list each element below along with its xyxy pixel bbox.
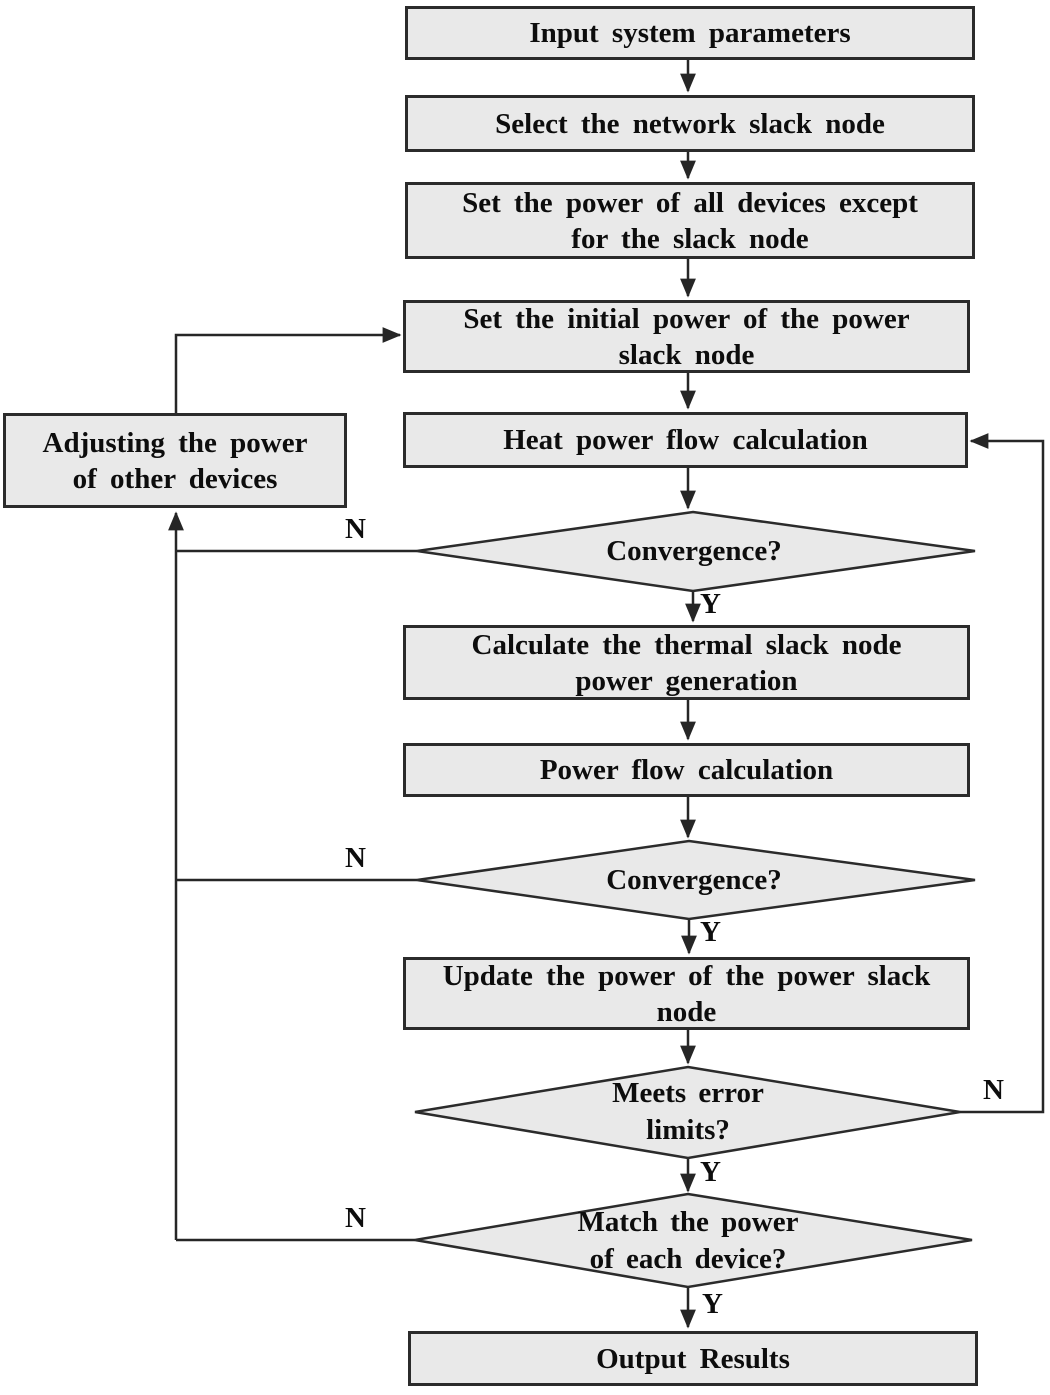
node-set-initial-power-slack-node: Set the initial power of the power slack… (403, 300, 970, 373)
branch-label-yes-match-power: Y (702, 1288, 723, 1320)
arrow-adjusting-to-setinitial (174, 327, 402, 413)
decision-meets-error-limits (414, 1065, 961, 1160)
node-input-system-parameters: Input system parameters (405, 6, 975, 60)
node-power-flow-calculation: Power flow calculation (403, 743, 970, 797)
arrow-meetserror-no-to-heatflow (960, 433, 1045, 1114)
node-select-network-slack-node: Select the network slack node (405, 95, 975, 152)
branch-label-yes-meets-error: Y (700, 1156, 721, 1188)
node-calculate-thermal-slack-node: Calculate the thermal slack node power g… (403, 625, 970, 700)
node-heat-power-flow-calculation: Heat power flow calculation (403, 412, 968, 468)
branch-label-yes-convergence2: Y (700, 916, 721, 948)
node-update-power-slack-node: Update the power of the power slack node (403, 957, 970, 1030)
decision-match-power (414, 1192, 973, 1289)
decision-convergence2 (416, 839, 976, 921)
branch-label-no-meets-error: N (983, 1074, 1004, 1106)
node-adjusting-power-other-devices: Adjusting the power of other devices (3, 413, 347, 508)
decision-convergence1 (416, 510, 976, 593)
branch-label-no-match-power: N (345, 1202, 366, 1234)
node-output-results: Output Results (408, 1331, 978, 1386)
node-set-power-all-devices: Set the power of all devices except for … (405, 182, 975, 259)
branch-label-yes-convergence1: Y (700, 588, 721, 620)
branch-label-no-convergence1: N (345, 513, 366, 545)
branch-label-no-convergence2: N (345, 842, 366, 874)
